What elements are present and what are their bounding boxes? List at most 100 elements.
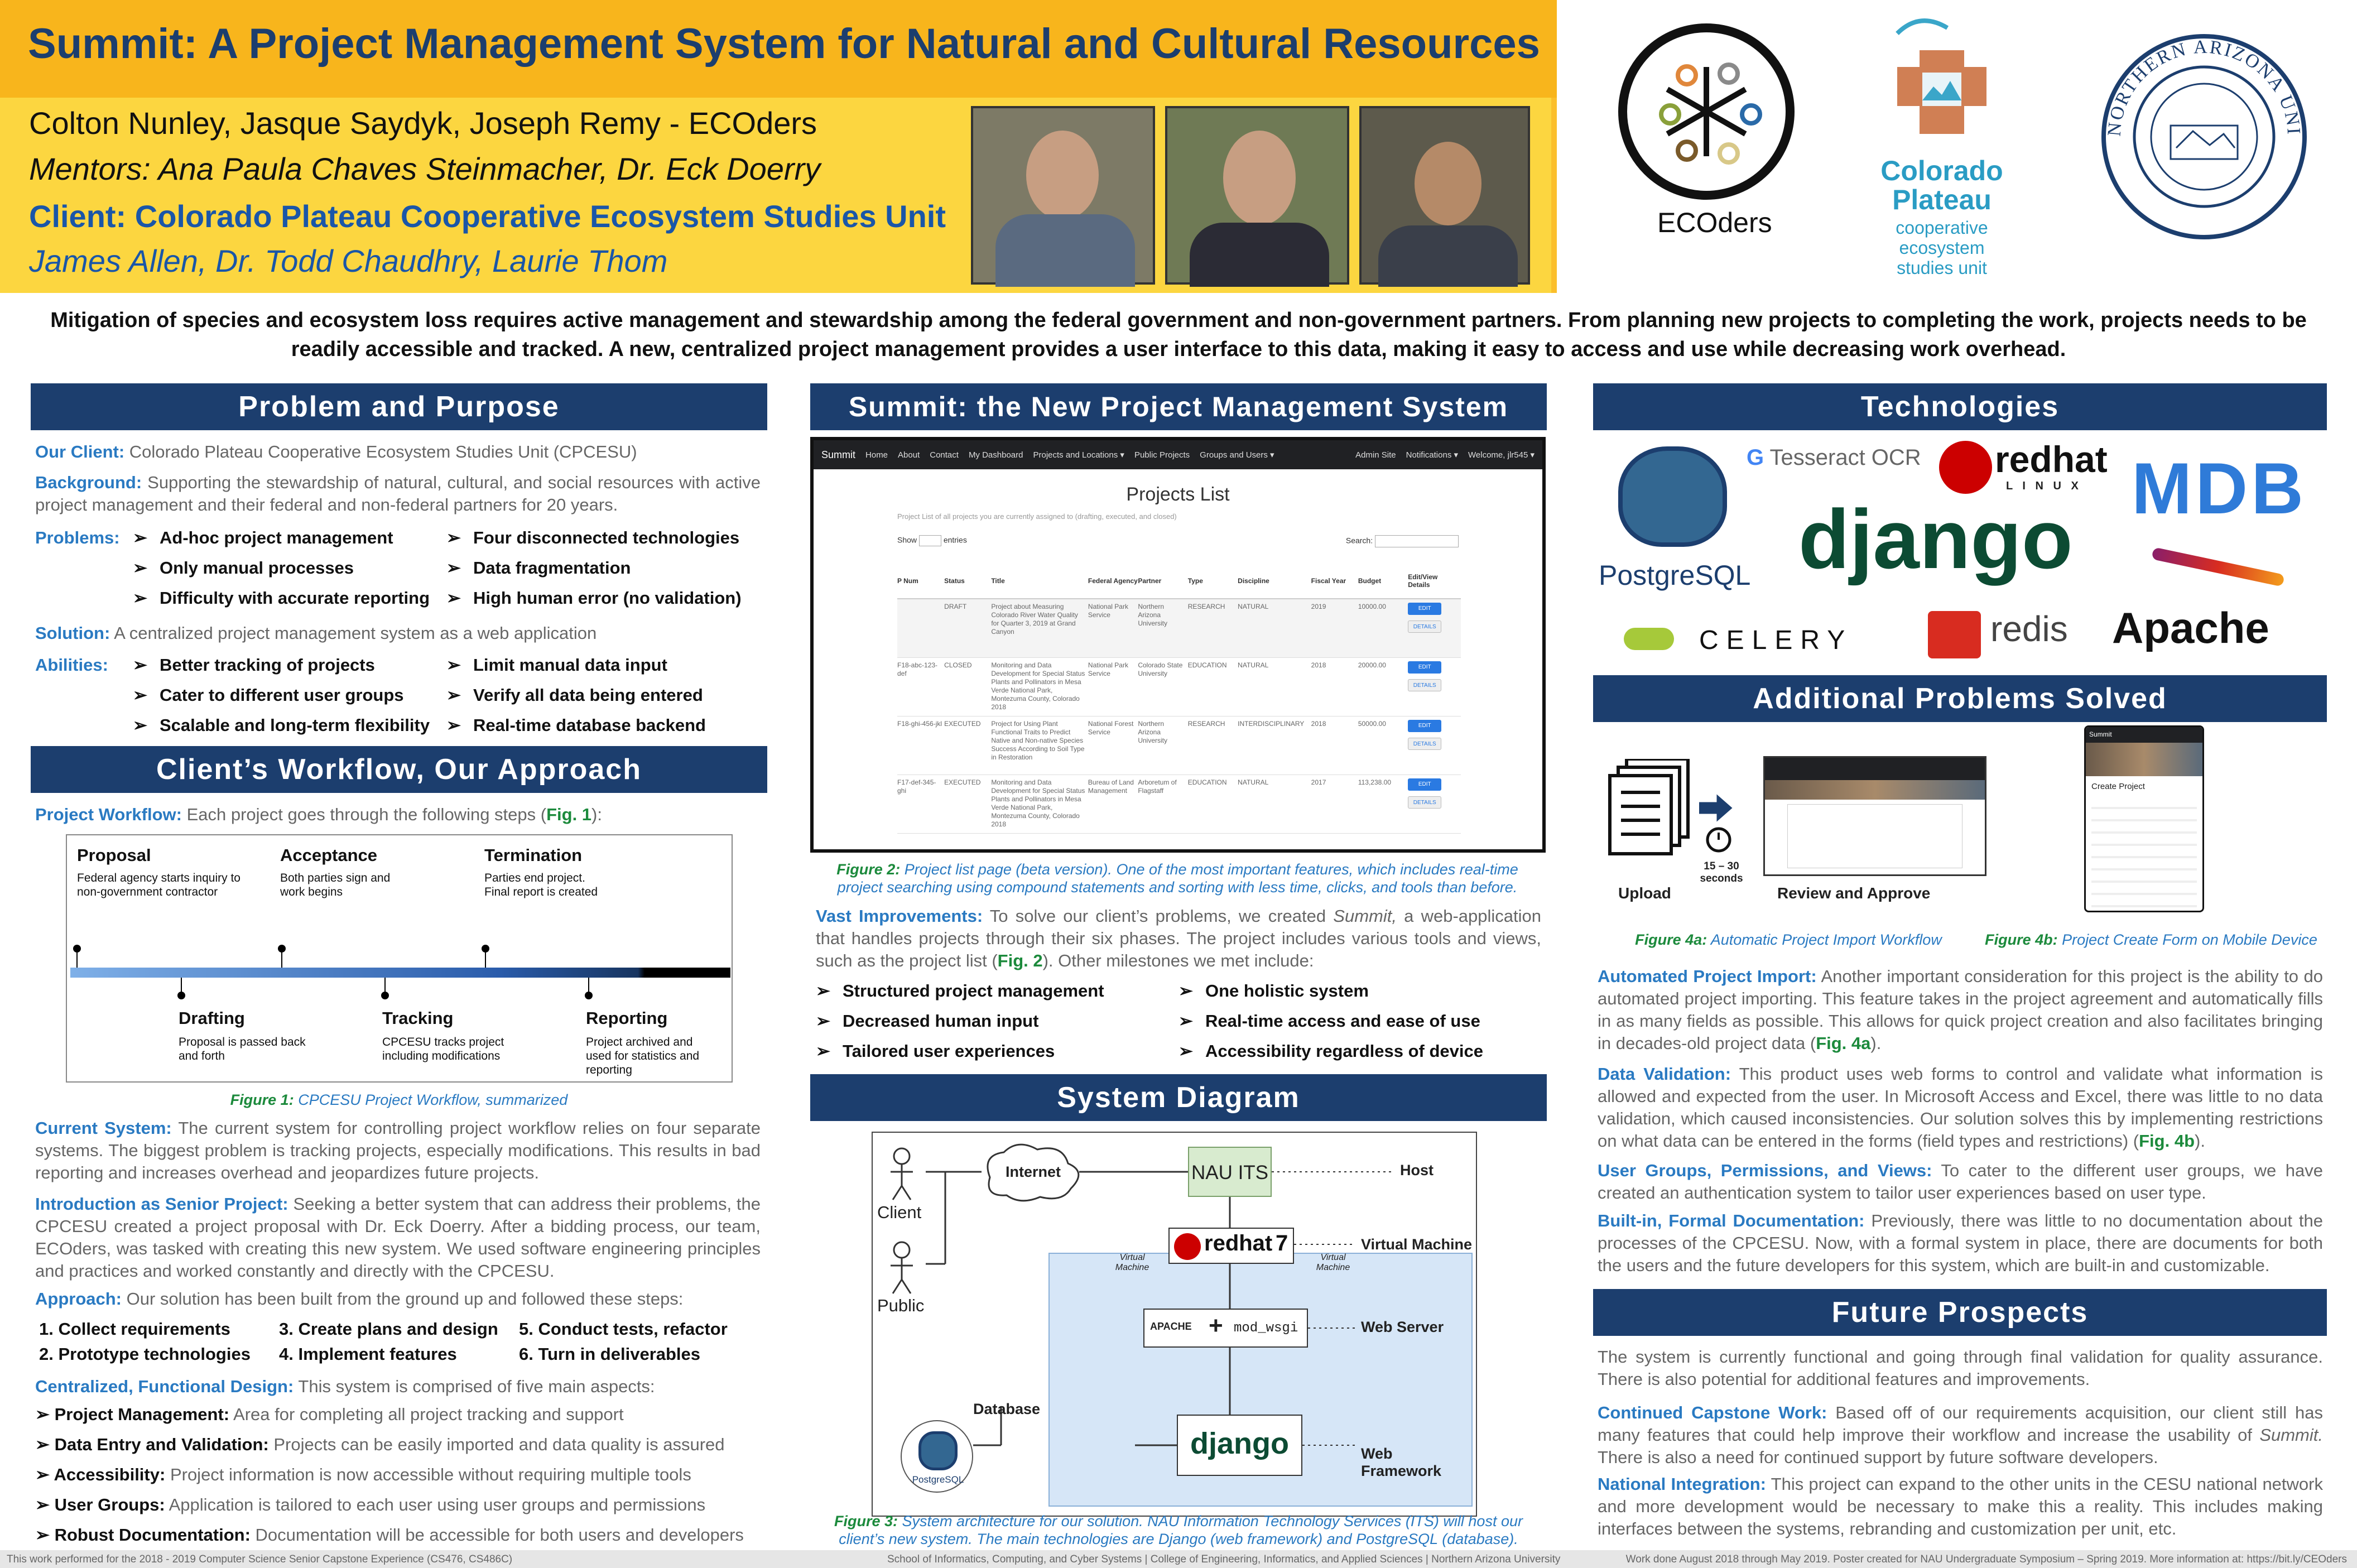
col-edit[interactable]: Edit/View Details <box>1408 573 1438 589</box>
cap-value: Based off of our requirements acquisitio… <box>1598 1403 2323 1445</box>
nav-projects[interactable]: Projects and Locations ▾ <box>1033 450 1124 460</box>
col-fiscal-year[interactable]: Fiscal Year <box>1311 576 1346 585</box>
vm-small-right: Virtual Machine <box>1316 1253 1350 1272</box>
capstone-text: Continued Capstone Work: Based off of ou… <box>1598 1402 2323 1469</box>
details-button[interactable]: DETAILS <box>1408 796 1442 809</box>
fig4a-label: Figure 4a: <box>1635 931 1707 948</box>
review-screenshot <box>1763 756 1986 876</box>
val-value: This product uses web forms to control a… <box>1598 1064 2324 1151</box>
pw-label: Project Workflow: <box>35 805 182 824</box>
nav-groups[interactable]: Groups and Users ▾ <box>1200 450 1274 460</box>
step-tracking: Tracking <box>382 1008 454 1028</box>
col-agency[interactable]: Federal Agency <box>1088 576 1138 585</box>
ecoders-logo-text: ECOders <box>1657 207 1772 238</box>
projects-list-title: Projects List <box>1126 484 1230 505</box>
nav-notifications[interactable]: Notifications ▾ <box>1406 450 1459 460</box>
nav-admin[interactable]: Admin Site <box>1355 450 1396 460</box>
approach-label: Approach: <box>35 1289 122 1309</box>
fig4b-label: Figure 4b: <box>1985 931 2058 948</box>
val-fig-ref: Fig. 4b <box>2139 1131 2195 1151</box>
nav-home[interactable]: Home <box>865 450 888 460</box>
nav-contact[interactable]: Contact <box>930 450 959 460</box>
vm-label: Virtual Machine <box>1361 1236 1473 1253</box>
cp-logo-line2: Plateau <box>1892 184 1992 215</box>
cp-logo-name: Colorado Plateau <box>1875 156 2009 214</box>
approach-step: 4. Implement features <box>279 1344 457 1364</box>
project-workflow-text: Project Workflow: Each project goes thro… <box>35 804 761 826</box>
details-button[interactable]: DETAILS <box>1408 679 1442 691</box>
nav-about[interactable]: About <box>898 450 920 460</box>
ability-item: ➢Real-time database backend <box>446 715 706 735</box>
ug-value: To cater to the different user groups, w… <box>1598 1161 2323 1203</box>
table-cell: 10000.00 <box>1358 603 1386 610</box>
step-tracking-desc: CPCESU tracks project including modifica… <box>382 1036 504 1062</box>
show-entries: Show entries <box>897 535 967 546</box>
nav-dashboard[interactable]: My Dashboard <box>968 450 1023 460</box>
search-input[interactable] <box>1375 535 1459 547</box>
postgresql-text: PostgreSQL <box>1599 560 1751 591</box>
postgresql-logo <box>1618 446 1727 547</box>
central-label: Centralized, Functional Design: <box>35 1377 294 1396</box>
col-pnum[interactable]: P Num <box>897 576 918 585</box>
mentors: Mentors: Ana Paula Chaves Steinmacher, D… <box>29 151 821 186</box>
step-drafting-desc: Proposal is passed back and forth <box>179 1036 306 1062</box>
web-framework-label: Web Framework <box>1361 1445 1442 1479</box>
redhat-box: redhat 7 <box>1168 1228 1294 1264</box>
photo-joseph <box>1359 106 1530 287</box>
step-termination-desc: Parties end project. Final report is cre… <box>484 872 598 898</box>
figure1-caption: Figure 1: CPCESU Project Workflow, summa… <box>31 1091 767 1109</box>
arrow-timer-icon <box>1699 794 1733 853</box>
entries-select[interactable] <box>918 535 941 546</box>
upload-label: Upload <box>1618 884 1671 902</box>
apache-logo: Apache <box>2112 603 2269 652</box>
problem-item: ➢Only manual processes <box>133 558 354 578</box>
details-button[interactable]: DETAILS <box>1408 621 1442 633</box>
edit-button[interactable]: EDIT <box>1408 778 1442 791</box>
ability-item: ➢Limit manual data input <box>446 655 667 675</box>
table-cell: Project about Measuring Colorado River W… <box>991 603 1078 636</box>
senior-project-text: Introduction as Senior Project: Seeking … <box>35 1193 761 1282</box>
ability-item: ➢Verify all data being entered <box>446 685 703 705</box>
documentation-text: Built-in, Formal Documentation: Previous… <box>1598 1210 2323 1277</box>
ability-item: ➢Scalable and long-term flexibility <box>133 715 430 735</box>
step-acceptance: Acceptance <box>280 845 378 865</box>
edit-button[interactable]: EDIT <box>1408 719 1442 732</box>
vm-small-left: Virtual Machine <box>1115 1253 1149 1272</box>
approach-step: 5. Conduct tests, refactor <box>519 1319 728 1339</box>
col-discipline[interactable]: Discipline <box>1238 576 1269 585</box>
table-cell: EDUCATION <box>1187 778 1227 786</box>
edit-button[interactable]: EDIT <box>1408 603 1442 615</box>
review-screenshot-banner <box>1765 780 1985 800</box>
aspect-item: ➢ Data Entry and Validation: Projects ca… <box>35 1435 725 1454</box>
public-actor: Public <box>877 1296 925 1315</box>
auto-end: ). <box>1870 1033 1882 1053</box>
nav-welcome[interactable]: Welcome, jlr545 ▾ <box>1468 450 1535 460</box>
edit-button[interactable]: EDIT <box>1408 661 1442 674</box>
central-value: This system is comprised of five main as… <box>298 1377 655 1396</box>
step-reporting-desc: Project archived and used for statistics… <box>586 1036 700 1076</box>
nav-public-projects[interactable]: Public Projects <box>1134 450 1190 460</box>
table-cell: NATURAL <box>1238 661 1269 669</box>
col-title[interactable]: Title <box>991 576 1005 585</box>
col-budget[interactable]: Budget <box>1358 576 1382 585</box>
cp-logo-line1: Colorado <box>1880 155 2003 186</box>
doc-value: Previously, there was little to no docum… <box>1598 1211 2323 1275</box>
step-proposal: Proposal <box>77 845 151 865</box>
nat-value: This project can expand to the other uni… <box>1598 1474 2323 1538</box>
table-cell: EXECUTED <box>944 719 981 728</box>
review-screenshot-navbar <box>1765 758 1985 780</box>
col-status[interactable]: Status <box>944 576 965 585</box>
user-groups-text: User Groups, Permissions, and Views: To … <box>1598 1160 2323 1204</box>
approach-step: 6. Turn in deliverables <box>519 1344 701 1364</box>
footer-right[interactable]: Work done August 2018 through May 2019. … <box>1625 1553 2347 1565</box>
photo-colton <box>971 106 1155 287</box>
nav-brand[interactable]: Summit <box>821 449 856 460</box>
col-type[interactable]: Type <box>1187 576 1203 585</box>
col-partner[interactable]: Partner <box>1138 576 1162 585</box>
details-button[interactable]: DETAILS <box>1408 737 1442 750</box>
ability-item: ➢Cater to different user groups <box>133 685 404 705</box>
